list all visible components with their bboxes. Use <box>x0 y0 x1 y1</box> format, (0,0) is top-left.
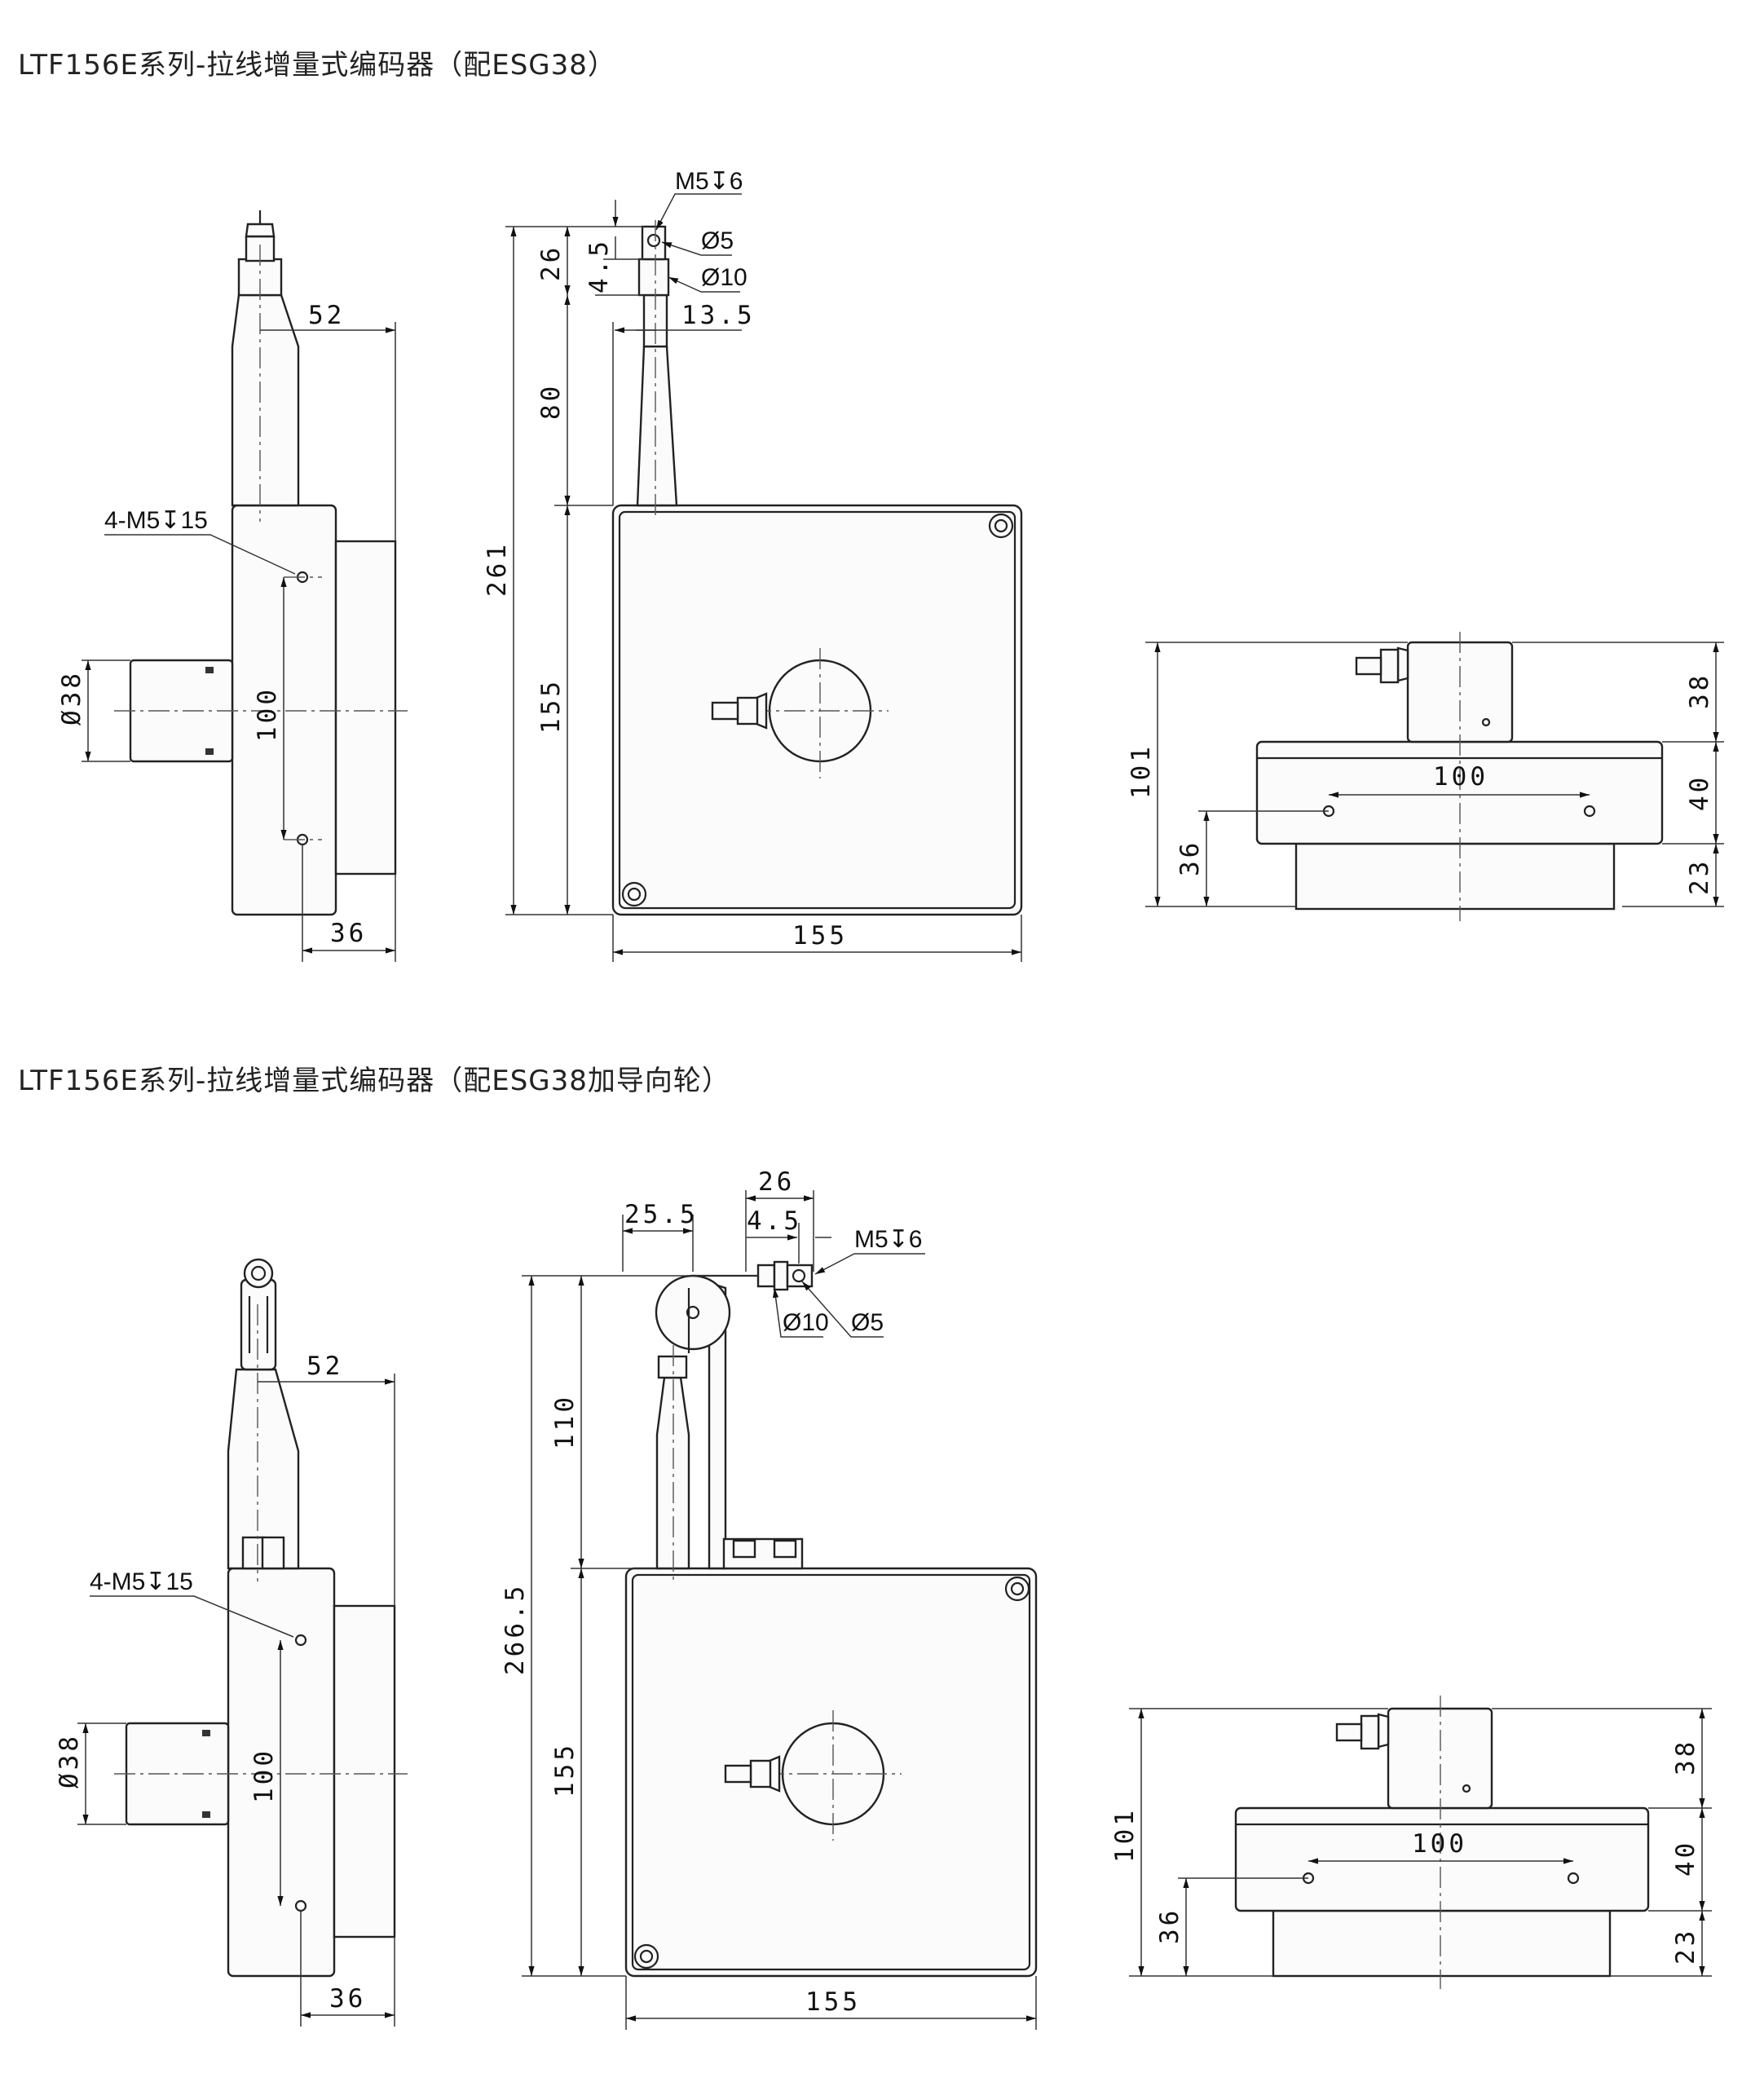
side-flange <box>334 540 397 876</box>
section-2-title: LTF156E系列-拉线增量式编码器（配ESG38加导向轮） <box>18 1065 730 1097</box>
dim-155-v: 155 <box>536 678 566 734</box>
cable-outlet-front <box>636 345 678 507</box>
dim-36-2: 36 <box>329 1984 366 2013</box>
cable-outlet-side <box>231 293 300 507</box>
side-view-1: 4-M5↧15 52 36 100 Ø38 <box>57 210 408 962</box>
dim-155-h-2: 155 <box>805 1987 861 2017</box>
dim-100-top: 100 <box>1433 762 1488 792</box>
d5-label: Ø5 <box>701 227 734 254</box>
top-view-1: 100 101 36 38 40 23 <box>1127 632 1724 921</box>
dim-52: 52 <box>308 301 345 330</box>
dim-101-2: 101 <box>1110 1807 1140 1863</box>
dim-80: 80 <box>536 383 566 420</box>
dim-38: 38 <box>1685 673 1714 709</box>
drum-base <box>1294 842 1616 911</box>
dim-155-h: 155 <box>792 921 848 950</box>
dim-52-2: 52 <box>306 1352 343 1381</box>
dim-38-2: 38 <box>1671 1739 1700 1775</box>
dim-25-5: 25.5 <box>624 1200 699 1229</box>
d10-label-2: Ø10 <box>783 1309 829 1336</box>
section-1-title: LTF156E系列-拉线增量式编码器（配ESG38） <box>18 49 616 82</box>
dim-100: 100 <box>253 686 282 742</box>
dim-40: 40 <box>1685 774 1714 811</box>
top-view-2: 100 101 36 38 40 23 <box>1110 1696 1712 1989</box>
dim-36-top: 36 <box>1175 840 1205 876</box>
mount-holes-label-2: 4-M5↧15 <box>90 1568 193 1595</box>
dim-36: 36 <box>330 919 367 948</box>
dim-d38-2: Ø38 <box>55 1733 84 1789</box>
cable-thread-label-2: M5↧6 <box>854 1226 923 1253</box>
mount-holes-label: 4-M5↧15 <box>104 507 208 534</box>
front-view-1: M5↧6 Ø5 Ø10 13.5 4.5 26 80 155 261 155 <box>483 168 1023 962</box>
dim-26-2: 26 <box>758 1167 795 1197</box>
top-housing <box>1255 740 1664 845</box>
dim-100-2: 100 <box>249 1748 279 1803</box>
dim-266-5: 266.5 <box>501 1583 530 1675</box>
front-view-2: M5↧6 Ø10 Ø5 25.5 26 4.5 110 155 266.5 15… <box>501 1167 1038 2030</box>
dim-d38: Ø38 <box>57 670 86 726</box>
dim-40-2: 40 <box>1671 1840 1700 1877</box>
d5-label-2: Ø5 <box>851 1309 884 1336</box>
dim-100-top-2: 100 <box>1412 1829 1467 1859</box>
dim-261: 261 <box>483 541 512 597</box>
dim-26: 26 <box>536 245 566 281</box>
d10-label: Ø10 <box>701 264 747 291</box>
cable-thread-label: M5↧6 <box>675 168 743 195</box>
dim-23-2: 23 <box>1671 1928 1700 1965</box>
dim-110: 110 <box>550 1394 580 1449</box>
dim-4-5-2: 4.5 <box>747 1206 802 1236</box>
dim-23: 23 <box>1685 858 1714 895</box>
dim-4-5: 4.5 <box>584 238 614 293</box>
dim-101: 101 <box>1127 743 1156 799</box>
dim-13-5: 13.5 <box>681 301 756 330</box>
dim-155-v-2: 155 <box>550 1742 580 1797</box>
dim-36-top-2: 36 <box>1155 1908 1184 1944</box>
side-view-2: 4-M5↧15 52 36 100 Ø38 <box>55 1258 408 2027</box>
